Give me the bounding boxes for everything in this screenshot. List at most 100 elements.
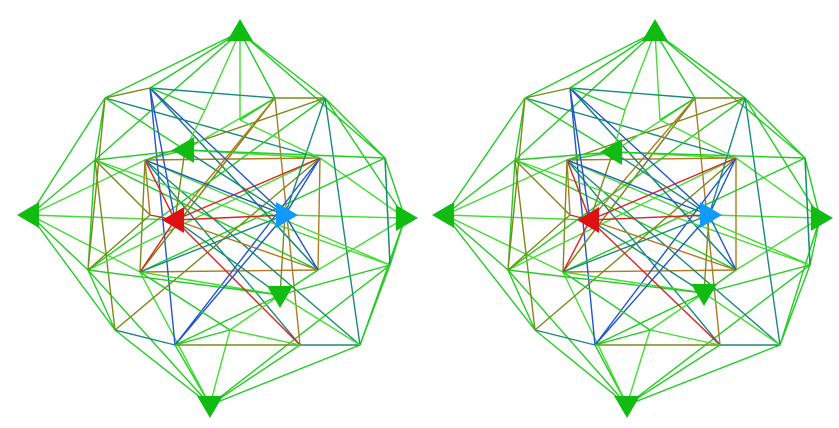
wireframe-edge xyxy=(284,97,326,216)
wireframe-edge xyxy=(562,157,806,273)
left-polytope-view xyxy=(17,19,418,418)
wireframe-edge xyxy=(139,159,146,273)
wireframe-edge xyxy=(144,159,151,216)
wireframe-edge xyxy=(569,87,591,221)
wireframe-edge xyxy=(524,97,614,153)
vertex-marker xyxy=(642,19,668,42)
wireframe-edge xyxy=(104,97,186,151)
wireframe-edge xyxy=(589,219,705,294)
wireframe-edge xyxy=(87,214,151,271)
wireframe-edge xyxy=(279,264,391,296)
wireframe-edge xyxy=(703,264,811,294)
wireframe-edge xyxy=(149,87,176,221)
wireframe-edge xyxy=(94,159,391,266)
wireframe-edge xyxy=(562,219,591,273)
vertex-marker xyxy=(577,207,600,233)
wireframe-edge xyxy=(149,87,286,216)
wireframe-edge xyxy=(87,269,116,331)
wireframe-edge xyxy=(239,31,276,99)
wireframe-edge xyxy=(514,159,811,266)
wireframe-edge xyxy=(384,157,391,266)
wireframe-edge xyxy=(174,329,231,346)
wireframe-edge xyxy=(562,214,710,273)
wireframe-edge xyxy=(444,214,509,271)
wireframe-edge xyxy=(184,149,386,159)
wireframe-edge xyxy=(566,157,737,161)
wireframe-edge xyxy=(87,269,281,296)
wireframe-edge xyxy=(174,214,286,221)
wireframe-edge xyxy=(589,219,737,271)
wireframe-edge xyxy=(94,159,151,216)
wireframe-edge xyxy=(566,159,781,346)
wireframe-edge xyxy=(104,97,321,159)
wireframe-edge xyxy=(524,31,656,99)
wireframe-edge xyxy=(566,159,710,216)
wireframe-edge xyxy=(507,97,526,271)
wireframe-edge xyxy=(703,292,781,346)
wireframe-edge xyxy=(744,97,806,159)
wireframe-edge xyxy=(703,214,710,294)
wireframe-edge xyxy=(507,269,536,331)
wireframe-edge xyxy=(566,159,571,216)
wireframe-edge xyxy=(317,217,406,271)
wireframe-edge xyxy=(144,157,321,161)
wireframe-edge xyxy=(144,159,301,346)
wireframe-edge xyxy=(174,294,281,346)
wireframe-edge xyxy=(139,157,386,273)
wireframe-edge xyxy=(174,219,281,296)
wireframe-edge xyxy=(524,97,737,159)
wireframe-edge xyxy=(204,31,241,111)
wireframe-edge xyxy=(104,87,151,99)
wireframe-edge xyxy=(659,97,696,121)
wireframe-edge xyxy=(149,31,241,89)
wireframe-edge xyxy=(359,264,391,346)
wireframe-edge xyxy=(174,214,286,346)
wireframe-edge xyxy=(104,31,241,99)
vertex-marker xyxy=(227,19,253,42)
wireframe-edge xyxy=(649,292,705,331)
wireframe-edge xyxy=(149,87,319,271)
wireframe-edge xyxy=(29,214,176,221)
wireframe-edge xyxy=(654,31,661,121)
wireframe-edge xyxy=(569,31,656,89)
wireframe-edge xyxy=(804,157,821,219)
wireframe-edge xyxy=(239,119,321,159)
vertex-marker xyxy=(17,202,40,228)
wireframe-edge xyxy=(562,269,737,273)
wireframe-edge xyxy=(444,214,536,331)
wireframe-edge xyxy=(594,292,705,346)
wireframe-edge xyxy=(139,214,286,273)
vertex-marker xyxy=(172,137,195,163)
wireframe-edge xyxy=(144,159,176,221)
wireframe-edge xyxy=(566,159,721,346)
wireframe-edge xyxy=(507,157,737,271)
wireframe-edge xyxy=(319,157,406,219)
wireframe-edge xyxy=(209,329,231,406)
wireframe-edge xyxy=(29,214,141,273)
wireframe-edge xyxy=(284,214,319,271)
wireframe-edge xyxy=(735,157,821,219)
wireframe-edge xyxy=(444,97,526,216)
wireframe-edge xyxy=(139,269,319,273)
wireframe-edge xyxy=(659,119,737,159)
wireframe-edge xyxy=(626,344,781,406)
wireframe-edge xyxy=(594,214,710,346)
wireframe-edge xyxy=(612,151,710,216)
wireframe-edge xyxy=(94,159,319,271)
wireframe-edge xyxy=(649,329,721,346)
wireframe-edge xyxy=(594,157,737,346)
wireframe-edge xyxy=(87,269,211,406)
vertex-marker xyxy=(691,283,717,306)
wireframe-edge xyxy=(562,271,705,294)
wireframe-edge xyxy=(184,149,286,216)
wireframe-edge xyxy=(507,97,746,271)
wireframe-edge xyxy=(149,87,206,111)
vertex-marker xyxy=(810,205,833,231)
vertex-marker xyxy=(162,207,185,233)
vertex-marker xyxy=(600,139,623,165)
wireframe-edge xyxy=(144,159,286,216)
wireframe-edge xyxy=(324,97,386,159)
wireframe-edge xyxy=(779,264,811,346)
wireframe-edge xyxy=(566,97,746,161)
